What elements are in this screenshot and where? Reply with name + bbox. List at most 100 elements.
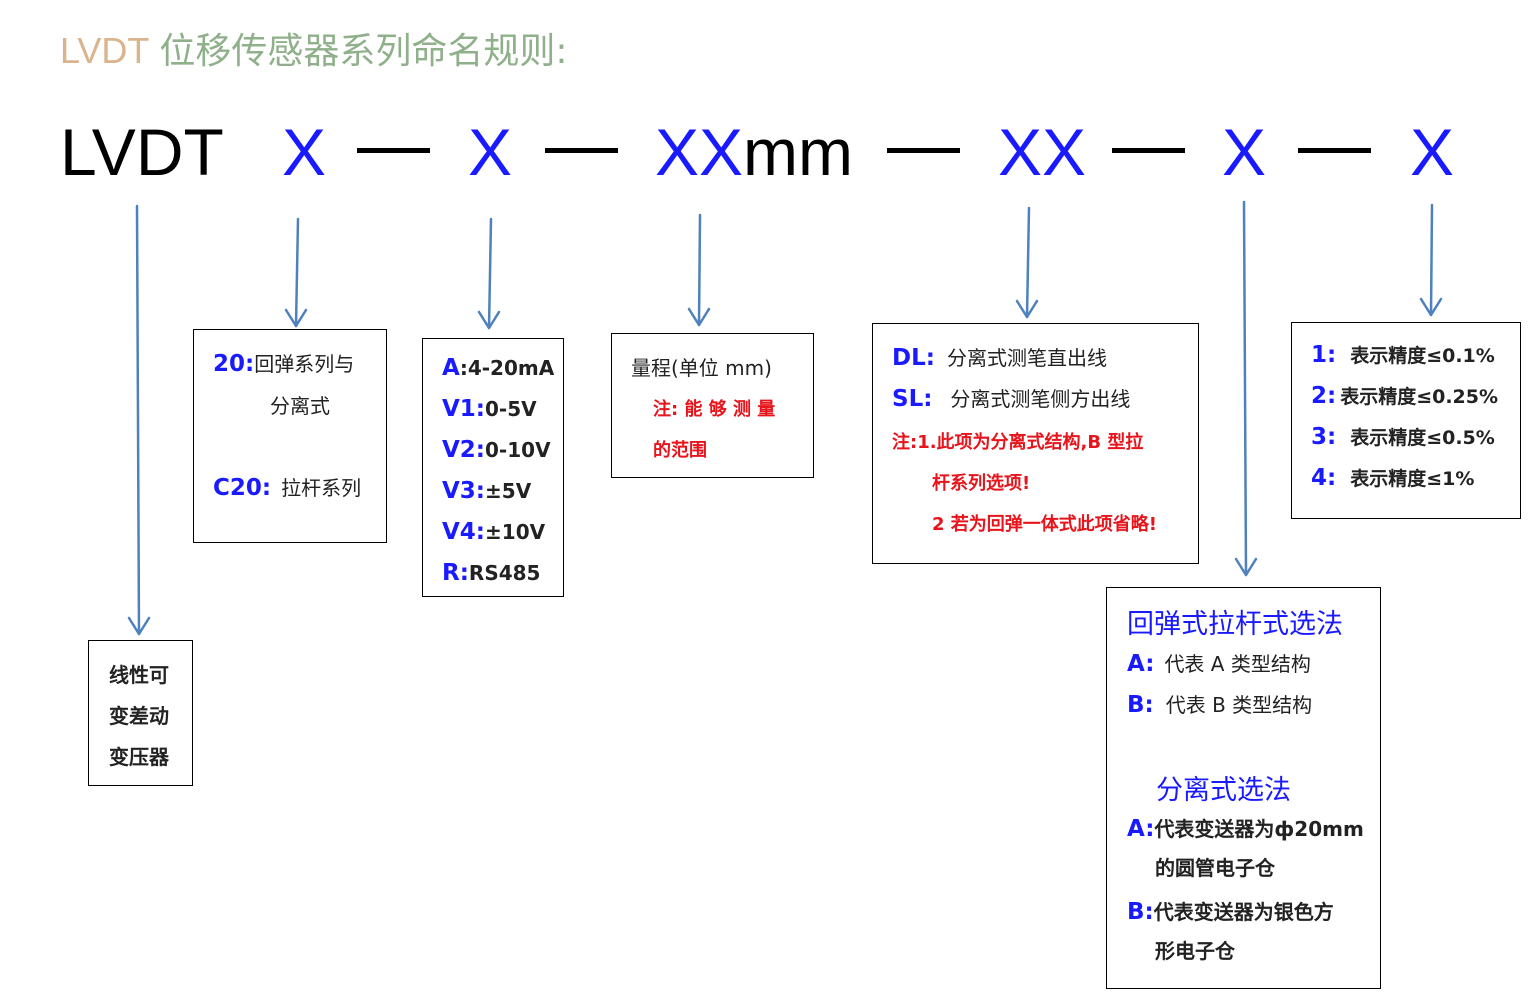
- outlet-key-sl: SL:: [892, 386, 933, 412]
- outlet-item-sl: SL: 分离式测笔侧方出线: [892, 383, 1130, 412]
- structure-text-a2: 代表变送器为ф20mm: [1154, 817, 1364, 841]
- accuracy-item: 2:表示精度≤0.25%: [1311, 382, 1498, 409]
- series-item-c20: C20: 拉杆系列: [213, 472, 361, 501]
- arrow-output: [477, 217, 501, 330]
- structure-heading-1: 回弹式拉杆式选法: [1127, 609, 1343, 640]
- output-signal-item: V3:±5V: [442, 478, 531, 504]
- arrow-structure: [1234, 200, 1258, 577]
- lvdt-meaning-line-2: 变差动: [109, 704, 169, 728]
- structure-item-b1: B: 代表 B 类型结构: [1127, 689, 1312, 718]
- accuracy-item: 4: 表示精度≤1%: [1311, 464, 1474, 491]
- structure-item-b2: B:代表变送器为银色方: [1127, 896, 1334, 925]
- output-signal-item: R:RS485: [442, 560, 540, 586]
- outlet-note-1: 注:1.此项为分离式结构,B 型拉: [892, 432, 1144, 453]
- outlet-box: DL: 分离式测笔直出线 SL: 分离式测笔侧方出线 注:1.此项为分离式结构,B …: [872, 323, 1199, 564]
- series-item-20: 20:回弹系列与: [213, 348, 354, 377]
- model-dash-3: [887, 148, 960, 153]
- output-signal-value: 0-10V: [485, 438, 551, 462]
- lvdt-meaning-box: 线性可 变差动 变压器: [88, 640, 193, 786]
- output-signal-key: V2:: [442, 437, 486, 463]
- accuracy-value: 表示精度≤0.25%: [1340, 386, 1499, 408]
- range-label: 量程(单位 mm): [631, 356, 772, 380]
- range-note-2: 的范围: [653, 440, 707, 461]
- accuracy-key: 2:: [1311, 383, 1337, 409]
- outlet-note-3: 2 若为回弹一体式此项省略!: [932, 514, 1157, 535]
- model-code-seg3: XXmm: [655, 112, 853, 192]
- structure-text-b1: 代表 B 类型结构: [1165, 693, 1313, 717]
- accuracy-key: 3:: [1311, 424, 1337, 450]
- output-signal-key: R:: [442, 560, 469, 586]
- output-signal-sep: :: [459, 356, 468, 380]
- output-signal-value: ±10V: [485, 520, 546, 544]
- series-text-c20: 拉杆系列: [281, 476, 362, 500]
- output-signal-item: V2:0-10V: [442, 437, 551, 463]
- output-signal-key: V3:: [442, 478, 486, 504]
- accuracy-key: 4:: [1311, 465, 1337, 491]
- lvdt-meaning-line-3: 变压器: [109, 745, 169, 769]
- model-dash-1: [357, 148, 430, 153]
- model-dash-2: [545, 148, 618, 153]
- model-dash-4: [1112, 148, 1185, 153]
- model-code-seg4: XX: [998, 115, 1087, 189]
- output-signal-value: 4-20mA: [467, 356, 555, 380]
- model-code-seg1: X: [282, 115, 327, 189]
- arrow-range: [687, 213, 711, 327]
- model-code-seg2: X: [468, 115, 513, 189]
- accuracy-value: 表示精度≤0.1%: [1350, 345, 1495, 367]
- accuracy-item: 3: 表示精度≤0.5%: [1311, 423, 1495, 450]
- structure-item-a1: A: 代表 A 类型结构: [1127, 648, 1311, 677]
- output-signal-key: V1:: [442, 396, 486, 422]
- series-key-20: 20:: [213, 351, 255, 377]
- outlet-note-2: 杆系列选项!: [932, 473, 1031, 494]
- output-signal-key: A: [442, 355, 460, 381]
- output-signal-box: A:4-20mA V1:0-5V V2:0-10V V3:±5V V4:±10V R:RS…: [422, 338, 564, 597]
- output-signal-item: V1:0-5V: [442, 396, 537, 422]
- model-code-lvdt: LVDT: [60, 115, 224, 189]
- series-text-20-cont: 分离式: [270, 394, 330, 418]
- model-dash-5: [1298, 148, 1371, 153]
- structure-text-a2-cont: 的圆管电子仓: [1155, 856, 1275, 880]
- lvdt-meaning-line-1: 线性可: [109, 663, 169, 687]
- outlet-key-dl: DL:: [892, 345, 935, 371]
- arrow-outlet: [1015, 206, 1039, 319]
- model-code-seg5: X: [1222, 115, 1267, 189]
- structure-heading-2: 分离式选法: [1156, 775, 1291, 806]
- output-signal-key: V4:: [442, 519, 486, 545]
- accuracy-value: 表示精度≤0.5%: [1350, 427, 1495, 449]
- arrow-series: [284, 217, 308, 328]
- accuracy-value: 表示精度≤1%: [1350, 468, 1475, 490]
- model-code-seg3-unit: mm: [743, 115, 854, 189]
- structure-key-a2: A:: [1127, 816, 1155, 842]
- structure-key-a1: A:: [1127, 651, 1155, 677]
- output-signal-value: 0-5V: [485, 397, 537, 421]
- accuracy-box: 1:表示精度≤0.1%2:表示精度≤0.25%3:表示精度≤0.5%4:表示精度…: [1291, 322, 1521, 519]
- title-rest: 位移传感器系列命名规则:: [159, 31, 568, 72]
- outlet-item-dl: DL: 分离式测笔直出线: [892, 342, 1107, 371]
- model-code-seg6: X: [1410, 115, 1455, 189]
- series-text-20: 回弹系列与: [254, 352, 355, 376]
- structure-text-b2-cont: 形电子仓: [1155, 939, 1235, 963]
- structure-text-b2: 代表变送器为银色方: [1153, 900, 1334, 924]
- outlet-text-dl: 分离式测笔直出线: [946, 346, 1107, 370]
- title-prefix: LVDT: [60, 30, 150, 71]
- series-box: 20:回弹系列与 分离式 C20: 拉杆系列: [193, 329, 387, 543]
- structure-key-b1: B:: [1127, 692, 1154, 718]
- model-code-seg3-x: XX: [655, 115, 744, 189]
- range-box: 量程(单位 mm) 注: 能 够 测 量 的范围: [611, 333, 814, 478]
- output-signal-value: ±5V: [485, 479, 532, 503]
- structure-key-b2: B:: [1127, 899, 1154, 925]
- accuracy-item: 1:表示精度≤0.1%: [1311, 341, 1495, 368]
- structure-text-a1: 代表 A 类型结构: [1164, 652, 1311, 676]
- structure-box: 回弹式拉杆式选法 A: 代表 A 类型结构 B: 代表 B 类型结构 分离式选法 A…: [1106, 587, 1381, 989]
- output-signal-item: A:4-20mA: [442, 355, 554, 381]
- structure-item-a2: A:代表变送器为ф20mm: [1127, 813, 1364, 842]
- output-signal-value: RS485: [468, 561, 541, 585]
- range-note-1: 注: 能 够 测 量: [653, 399, 776, 420]
- series-key-c20: C20:: [213, 475, 272, 501]
- arrow-accuracy: [1419, 203, 1443, 317]
- outlet-text-sl: 分离式测笔侧方出线: [950, 387, 1131, 411]
- arrow-lvdt: [127, 204, 151, 636]
- output-signal-item: V4:±10V: [442, 519, 545, 545]
